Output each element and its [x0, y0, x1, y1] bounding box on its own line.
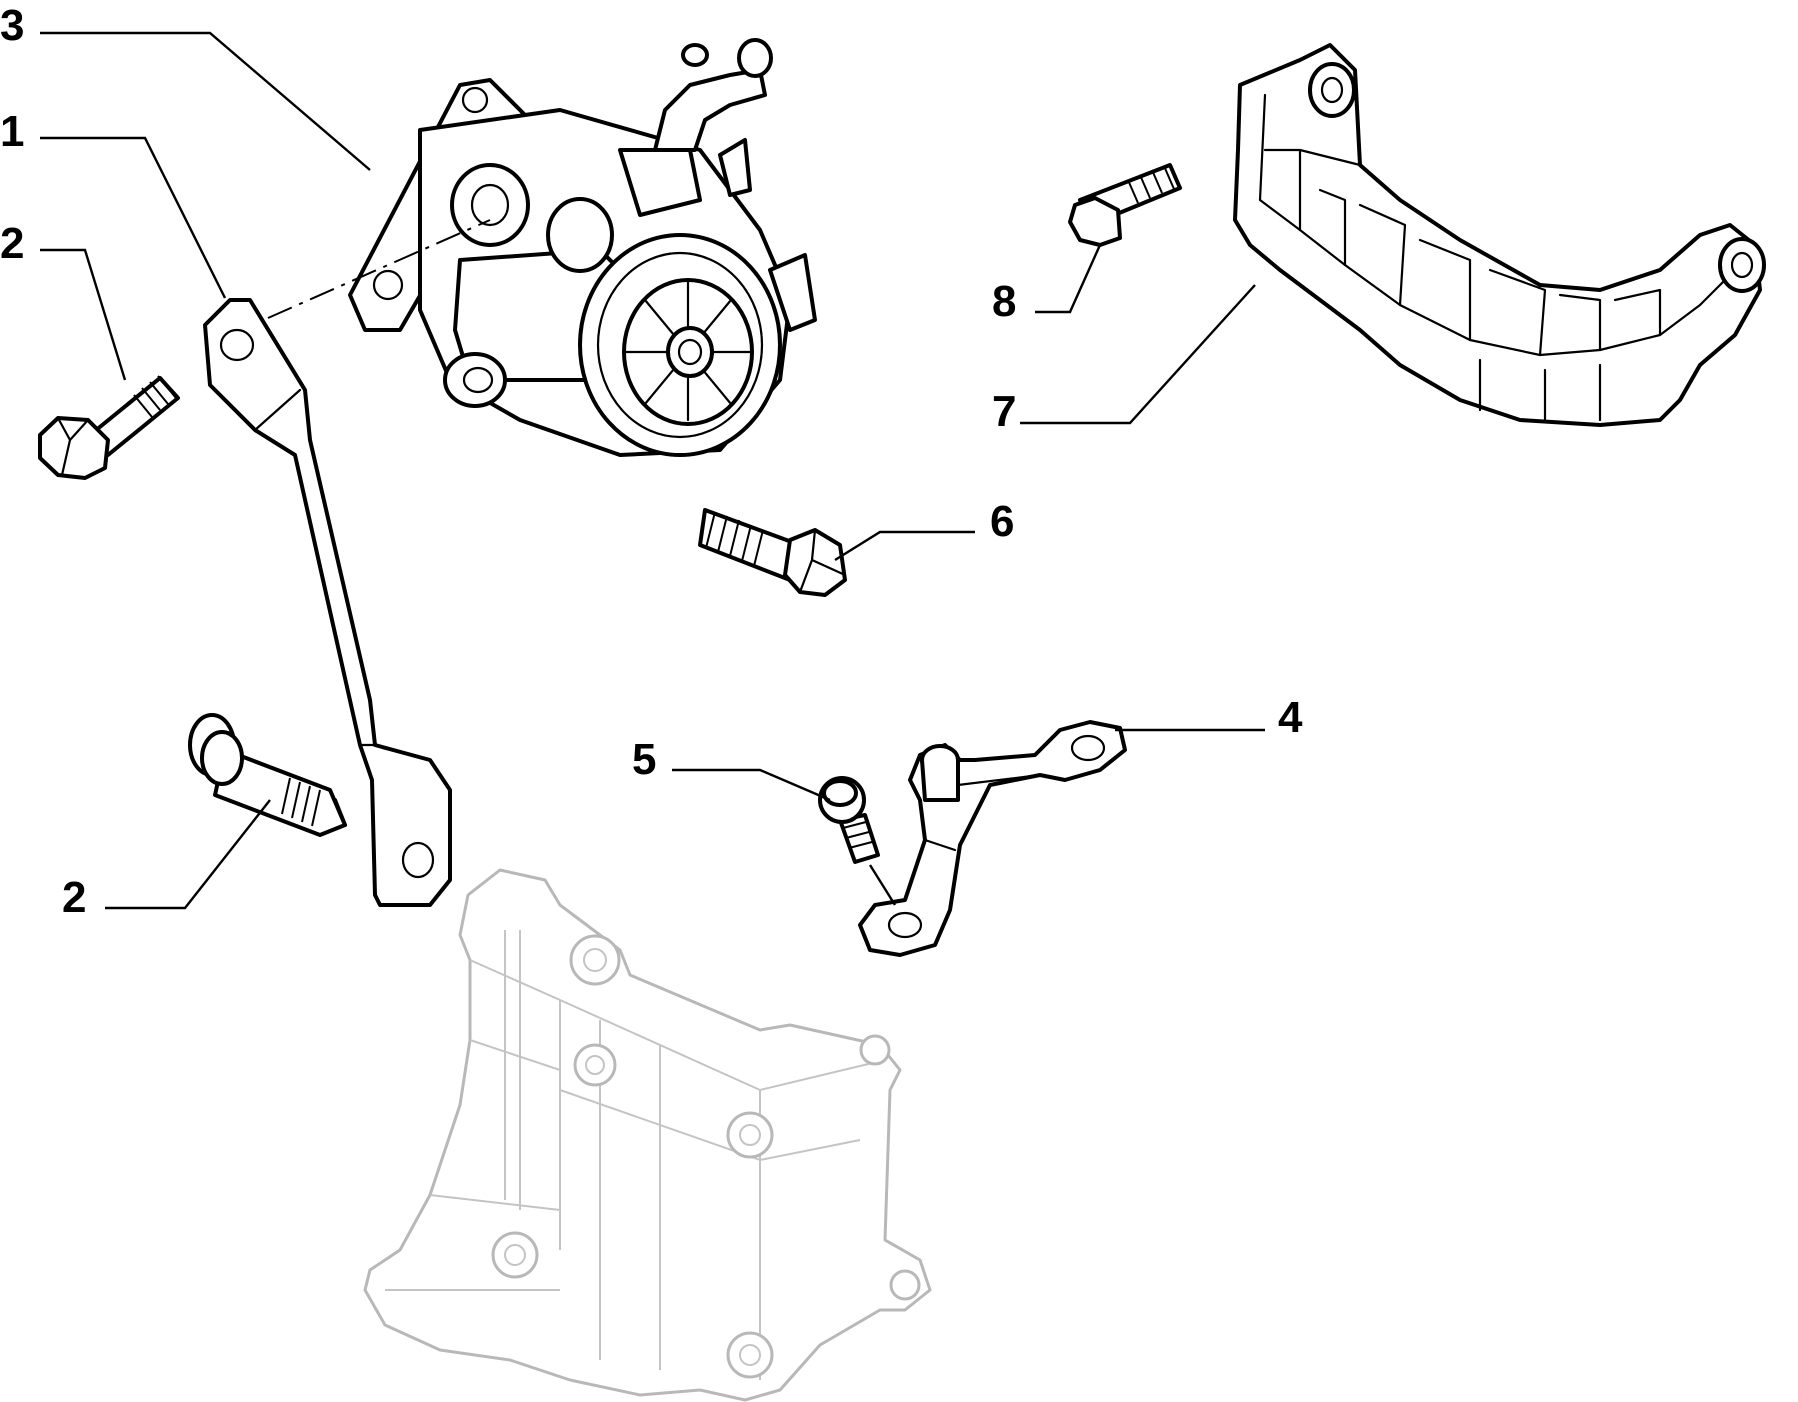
callout-1: 1 — [0, 107, 24, 156]
leader-5 — [672, 768, 831, 802]
bolt-lower — [188, 713, 347, 837]
leader-8 — [1035, 244, 1102, 314]
callout-4: 4 — [1278, 693, 1303, 742]
callout-numbers: 3 1 2 2 6 8 7 5 4 — [0, 1, 1303, 922]
leader-1 — [40, 136, 227, 299]
bolt-8 — [1068, 163, 1182, 247]
bracket-4 — [858, 720, 1127, 957]
callout-3: 3 — [0, 1, 24, 50]
callout-6: 6 — [990, 497, 1014, 546]
leader-2a — [40, 248, 127, 381]
screw-5 — [818, 776, 880, 864]
screw-axis-line — [868, 864, 897, 906]
leader-2b — [105, 799, 271, 910]
power-steering-pump — [348, 38, 817, 457]
leader-6 — [834, 530, 975, 562]
bolt-upper — [38, 375, 180, 480]
leader-3 — [40, 31, 371, 171]
support-rod — [203, 298, 452, 907]
callout-7: 7 — [992, 387, 1016, 436]
callout-2-upper: 2 — [0, 219, 24, 268]
assembly-axis-line — [267, 219, 491, 319]
callout-5: 5 — [632, 735, 656, 784]
ghost-mounting-bracket — [363, 868, 932, 1402]
callout-8: 8 — [992, 277, 1016, 326]
leader-7 — [1020, 284, 1256, 425]
leader-lines — [40, 31, 1265, 910]
bolt-6 — [698, 508, 847, 597]
callout-2-lower: 2 — [62, 873, 86, 922]
cradle-bracket-7 — [1233, 43, 1766, 427]
